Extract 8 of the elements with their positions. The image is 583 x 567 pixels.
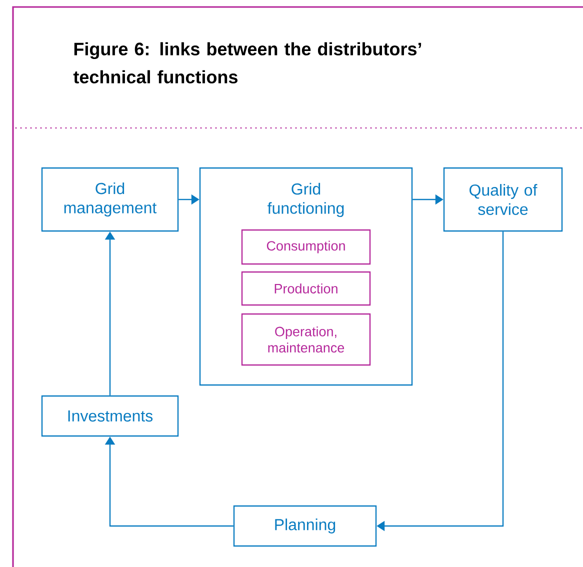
title: Figure 6: links between the distributors’ technical functions <box>73 42 422 84</box>
process-box: Investments <box>41 395 179 437</box>
process-box: Planning <box>233 505 377 547</box>
process-box: Quality of service <box>443 167 563 232</box>
sub-box: Operation, maintenance <box>241 313 371 366</box>
sub-box: Production <box>241 271 371 306</box>
sub-box: Consumption <box>241 229 371 265</box>
process-box: Grid management <box>41 167 179 232</box>
